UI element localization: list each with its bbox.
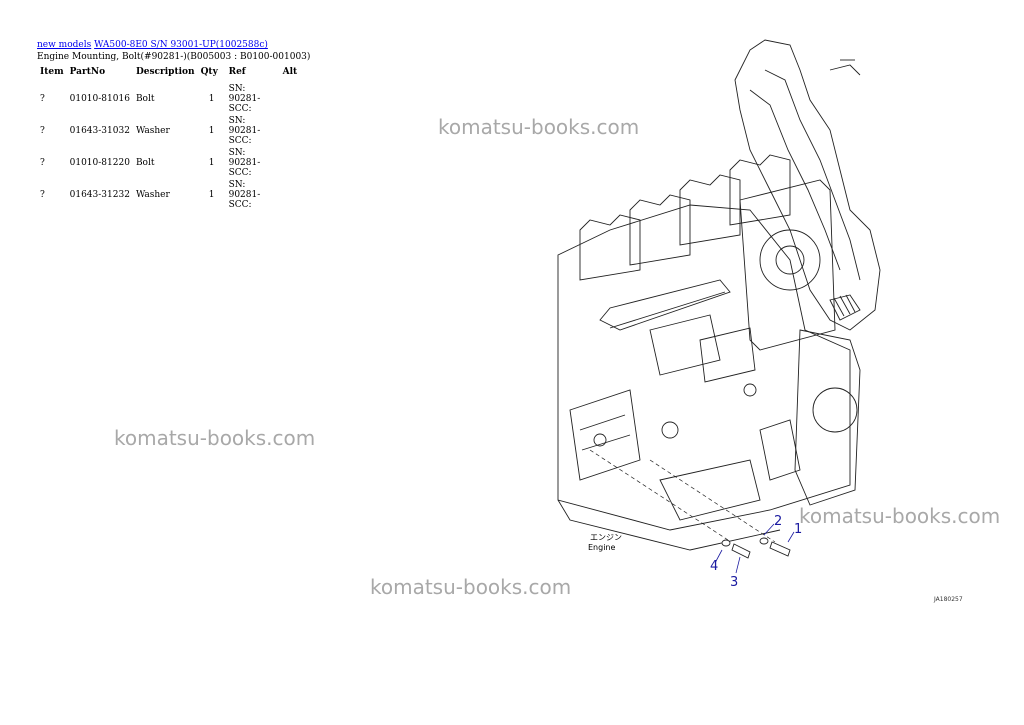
engine-label-jp: エンジン bbox=[590, 533, 622, 542]
cell-description: Bolt bbox=[135, 94, 155, 104]
cell-partno: 01010-81016 bbox=[69, 94, 130, 104]
callout-2: 2 bbox=[774, 514, 782, 529]
cell-qty: 1 bbox=[208, 126, 215, 136]
cell-item: ? bbox=[40, 158, 45, 168]
cell-partno: 01643-31232 bbox=[69, 190, 130, 200]
callout-1: 1 bbox=[794, 522, 802, 537]
table-row: ? 01643-31032 Washer 1 SN: 90281-SCC: bbox=[37, 115, 306, 147]
leader-lines bbox=[589, 449, 776, 543]
fasteners bbox=[721, 537, 791, 559]
watermark: komatsu-books.com bbox=[438, 115, 640, 139]
header-item: Item bbox=[40, 67, 64, 77]
watermark: komatsu-books.com bbox=[370, 575, 572, 599]
cell-item: ? bbox=[40, 94, 45, 104]
header-ref: Ref bbox=[228, 67, 246, 77]
cell-alt bbox=[280, 147, 306, 179]
engine-diagram: 1 2 3 4 エンジン Engine bbox=[557, 39, 881, 590]
new-models-link[interactable]: new models bbox=[37, 40, 92, 50]
callout-4: 4 bbox=[710, 559, 718, 574]
header-alt: Alt bbox=[282, 67, 298, 77]
page-subtitle: Engine Mounting, Bolt(#90281-)(B005003 :… bbox=[37, 52, 311, 62]
watermark: komatsu-books.com bbox=[114, 426, 316, 450]
table-row: ? 01010-81220 Bolt 1 SN: 90281-SCC: bbox=[37, 147, 306, 179]
cell-description: Washer bbox=[135, 190, 170, 200]
cell-item: ? bbox=[40, 190, 45, 200]
header-qty: Qty bbox=[200, 67, 218, 77]
callout-lines bbox=[714, 523, 795, 574]
cell-qty: 1 bbox=[208, 158, 215, 168]
cell-qty: 1 bbox=[208, 94, 215, 104]
cell-description: Washer bbox=[135, 126, 170, 136]
watermark: komatsu-books.com bbox=[799, 504, 1001, 528]
cell-partno: 01010-81220 bbox=[69, 158, 130, 168]
cell-item: ? bbox=[40, 126, 45, 136]
table-row: ? 01643-31232 Washer 1 SN: 90281-SCC: bbox=[37, 179, 306, 211]
table-header-row: Item PartNo Description Qty Ref Alt bbox=[37, 65, 306, 83]
header-description: Description bbox=[135, 67, 195, 77]
parts-table: Item PartNo Description Qty Ref Alt ? 01… bbox=[37, 65, 306, 211]
cell-ref: SN: 90281-SCC: bbox=[228, 84, 261, 114]
cell-alt bbox=[280, 179, 306, 211]
header-partno: PartNo bbox=[69, 67, 106, 77]
table-row: ? 01010-81016 Bolt 1 SN: 90281-SCC: bbox=[37, 83, 306, 115]
engine-label: Engine bbox=[588, 543, 615, 552]
engine-outline bbox=[557, 39, 881, 551]
drawing-code: JA180257 bbox=[934, 596, 963, 603]
cell-alt bbox=[280, 83, 306, 115]
cell-ref: SN: 90281-SCC: bbox=[228, 116, 261, 146]
cell-partno: 01643-31032 bbox=[69, 126, 130, 136]
cell-alt bbox=[280, 115, 306, 147]
breadcrumb: new models WA500-8E0 S/N 93001-UP(100258… bbox=[37, 40, 268, 51]
cell-qty: 1 bbox=[208, 190, 215, 200]
cell-ref: SN: 90281-SCC: bbox=[228, 180, 261, 210]
model-link[interactable]: WA500-8E0 S/N 93001-UP(1002588c) bbox=[94, 40, 268, 50]
cell-description: Bolt bbox=[135, 158, 155, 168]
callout-3: 3 bbox=[730, 575, 738, 590]
cell-ref: SN: 90281-SCC: bbox=[228, 148, 261, 178]
